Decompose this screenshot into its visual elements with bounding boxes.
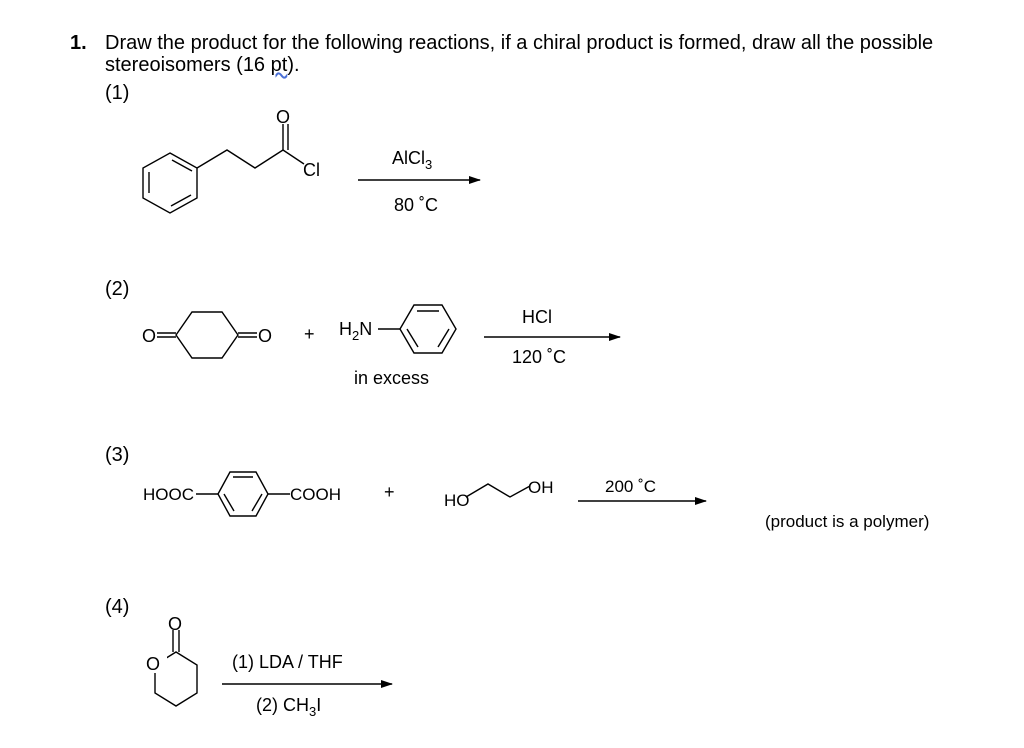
step-2: (2) CH3I — [256, 695, 321, 719]
reaction-3: HOOC COOH + HO OH 200 ˚C (product is a p… — [143, 471, 929, 531]
reaction-4: O O (1) LDA / THF (2) CH3I — [143, 614, 393, 719]
reaction-2: O O + H2N in excess HCl 120 ˚C — [142, 304, 621, 388]
reaction-1-label: (1) — [105, 82, 130, 104]
reagent-2: HCl — [522, 307, 552, 327]
plus-sign-3: + — [384, 482, 395, 502]
terephthalic-ring — [217, 471, 269, 517]
amine-group: H2N — [339, 319, 372, 343]
cyclohexanedione: O O — [142, 311, 272, 359]
reagent-1: AlCl3 — [392, 148, 432, 172]
points-abbrev: pt — [270, 54, 288, 76]
condition-1: 80 ˚C — [394, 195, 438, 215]
question-number: 1. — [70, 32, 87, 54]
excess-note: in excess — [354, 368, 429, 388]
ethylene-glycol-chain — [465, 483, 531, 498]
reaction-2-label: (2) — [105, 278, 130, 300]
reaction-4-label: (4) — [105, 596, 130, 618]
carbonyl-oxygen: O — [168, 614, 182, 634]
svg-text:O: O — [142, 326, 156, 346]
valerolactone: O O — [143, 614, 198, 707]
benzene-ring — [142, 152, 198, 214]
acyl-oxygen: O — [276, 107, 290, 127]
aniline-ring — [399, 304, 457, 354]
cooh-group: COOH — [290, 485, 341, 504]
ring-oxygen: O — [146, 654, 160, 674]
plus-sign-2: + — [304, 324, 315, 344]
question-text: Draw the product for the following react… — [105, 32, 934, 76]
polymer-note: (product is a polymer) — [765, 512, 929, 531]
step-1: (1) LDA / THF — [232, 652, 343, 672]
diol-oh: OH — [528, 478, 554, 497]
reaction-1: O Cl AlCl3 80 ˚C — [142, 107, 481, 215]
condition-2: 120 ˚C — [512, 347, 566, 367]
diol-ho: HO — [444, 491, 470, 510]
acyl-chlorine: Cl — [303, 160, 320, 180]
hooc-group: HOOC — [143, 485, 194, 504]
svg-text:O: O — [258, 326, 272, 346]
condition-3: 200 ˚C — [605, 477, 656, 496]
propyl-chain — [196, 149, 284, 169]
reaction-3-label: (3) — [105, 444, 130, 466]
